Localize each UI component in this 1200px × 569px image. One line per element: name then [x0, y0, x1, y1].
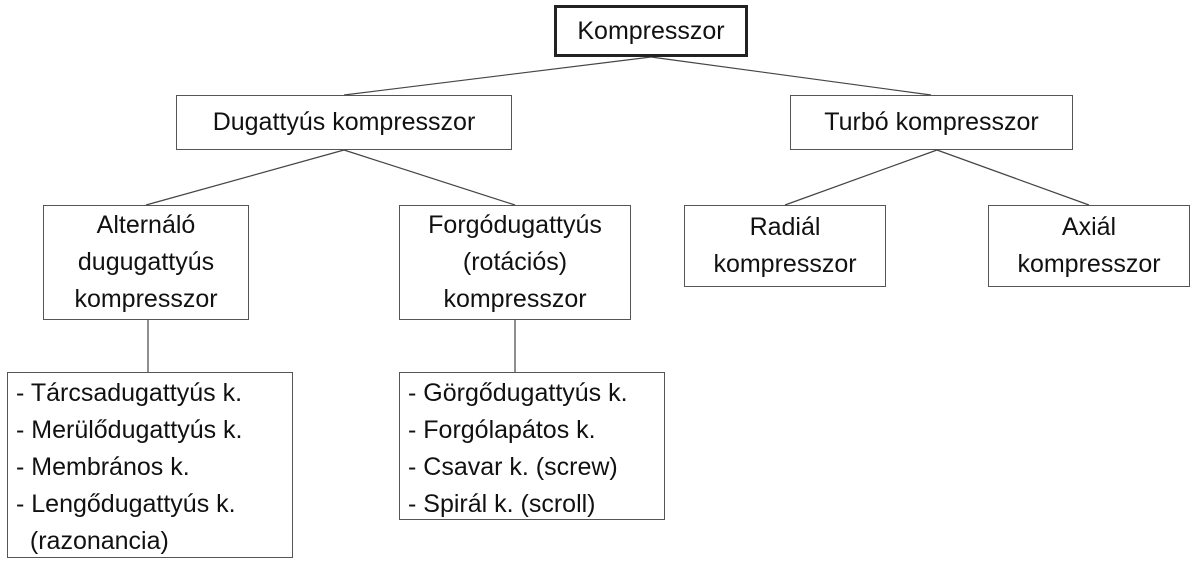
node-label-line: kompresszor — [74, 285, 218, 313]
node-forgodugattyus: Forgódugattyús (rotációs) kompresszor — [399, 205, 631, 320]
list-forgo-types: - Görgődugattyús k. - Forgólapátos k. - … — [399, 372, 665, 520]
node-label-line: Forgódugattyús — [428, 211, 602, 239]
node-label: Turbó kompresszor — [824, 108, 1039, 136]
node-label: Dugattyús kompresszor — [212, 108, 476, 136]
list-alternalo-types: - Tárcsadugattyús k. - Merülődugattyús k… — [7, 372, 293, 558]
node-alternalo: Alternáló dugugattyús kompresszor — [43, 205, 249, 320]
connector-root-dugattyus — [343, 56, 652, 96]
node-label-line: Axiál — [1061, 213, 1117, 241]
node-label-line: Radiál — [749, 213, 821, 241]
connector-root-turbo — [650, 56, 932, 96]
connector-dugattyus-forgo — [343, 149, 516, 206]
connector-dugattyus-alternalo — [145, 149, 345, 206]
list-item: - Tárcsadugattyús k. — [16, 379, 243, 407]
node-turbo-kompresszor: Turbó kompresszor — [790, 95, 1073, 150]
list-item: - Membrános k. — [16, 453, 190, 481]
node-label-line: kompresszor — [713, 250, 857, 278]
node-axial: Axiál kompresszor — [988, 205, 1190, 287]
node-label-line: (rotációs) — [462, 248, 568, 276]
list-item: (razonancia) — [16, 527, 169, 555]
node-label-line: kompresszor — [443, 285, 587, 313]
list-item: - Merülődugattyús k. — [16, 416, 243, 444]
list-item: - Csavar k. (screw) — [408, 453, 618, 481]
node-dugattyus-kompresszor: Dugattyús kompresszor — [176, 95, 512, 150]
list-item: - Lengődugattyús k. — [16, 490, 236, 518]
node-kompresszor: Kompresszor — [554, 5, 748, 57]
list-item: - Spirál k. (scroll) — [408, 490, 596, 518]
node-label: Kompresszor — [577, 16, 725, 45]
node-label-line: kompresszor — [1017, 250, 1161, 278]
node-radial: Radiál kompresszor — [684, 205, 886, 287]
connector-turbo-radial — [784, 149, 938, 206]
node-label-line: dugugattyús — [77, 248, 215, 276]
connector-turbo-axial — [936, 149, 1090, 206]
node-label-line: Alternáló — [96, 211, 196, 239]
list-item: - Forgólapátos k. — [408, 416, 596, 444]
list-item: - Görgődugattyús k. — [408, 379, 628, 407]
